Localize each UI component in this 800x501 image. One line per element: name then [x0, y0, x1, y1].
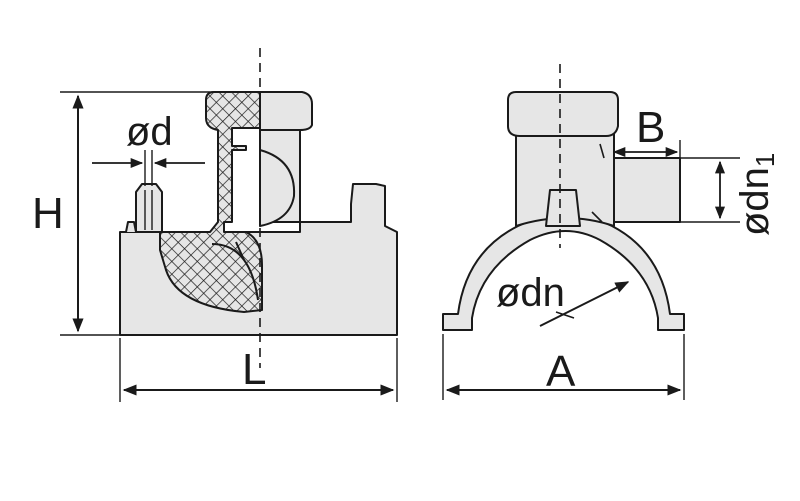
cap-plain: [259, 91, 313, 131]
dimension-dn: [539, 281, 630, 327]
dimension-b: [612, 140, 681, 160]
label-d: ød: [126, 110, 173, 154]
front-view: [442, 91, 685, 331]
dimension-a: [442, 334, 685, 400]
dimension-dn1: [680, 157, 740, 223]
bore-curve-2: [235, 241, 245, 261]
side-section-view: [119, 91, 398, 336]
front-cap: [507, 91, 619, 137]
label-dn1-group: ødn1: [733, 153, 780, 236]
cap-section-hatch: [159, 91, 263, 313]
outlet-stub-inner: [259, 149, 296, 227]
label-h: H: [32, 189, 64, 238]
label-dn1: ødn1: [733, 153, 780, 236]
dimension-h: [60, 91, 214, 336]
cutter-stub: [135, 183, 163, 233]
dimension-l: [119, 338, 398, 402]
label-dn: ødn: [496, 271, 565, 315]
label-b: B: [636, 103, 665, 152]
front-side-stub: [613, 157, 681, 223]
front-cutter: [545, 189, 581, 227]
label-a: A: [546, 347, 576, 396]
label-l: L: [242, 345, 266, 394]
dimension-d: [92, 150, 205, 186]
